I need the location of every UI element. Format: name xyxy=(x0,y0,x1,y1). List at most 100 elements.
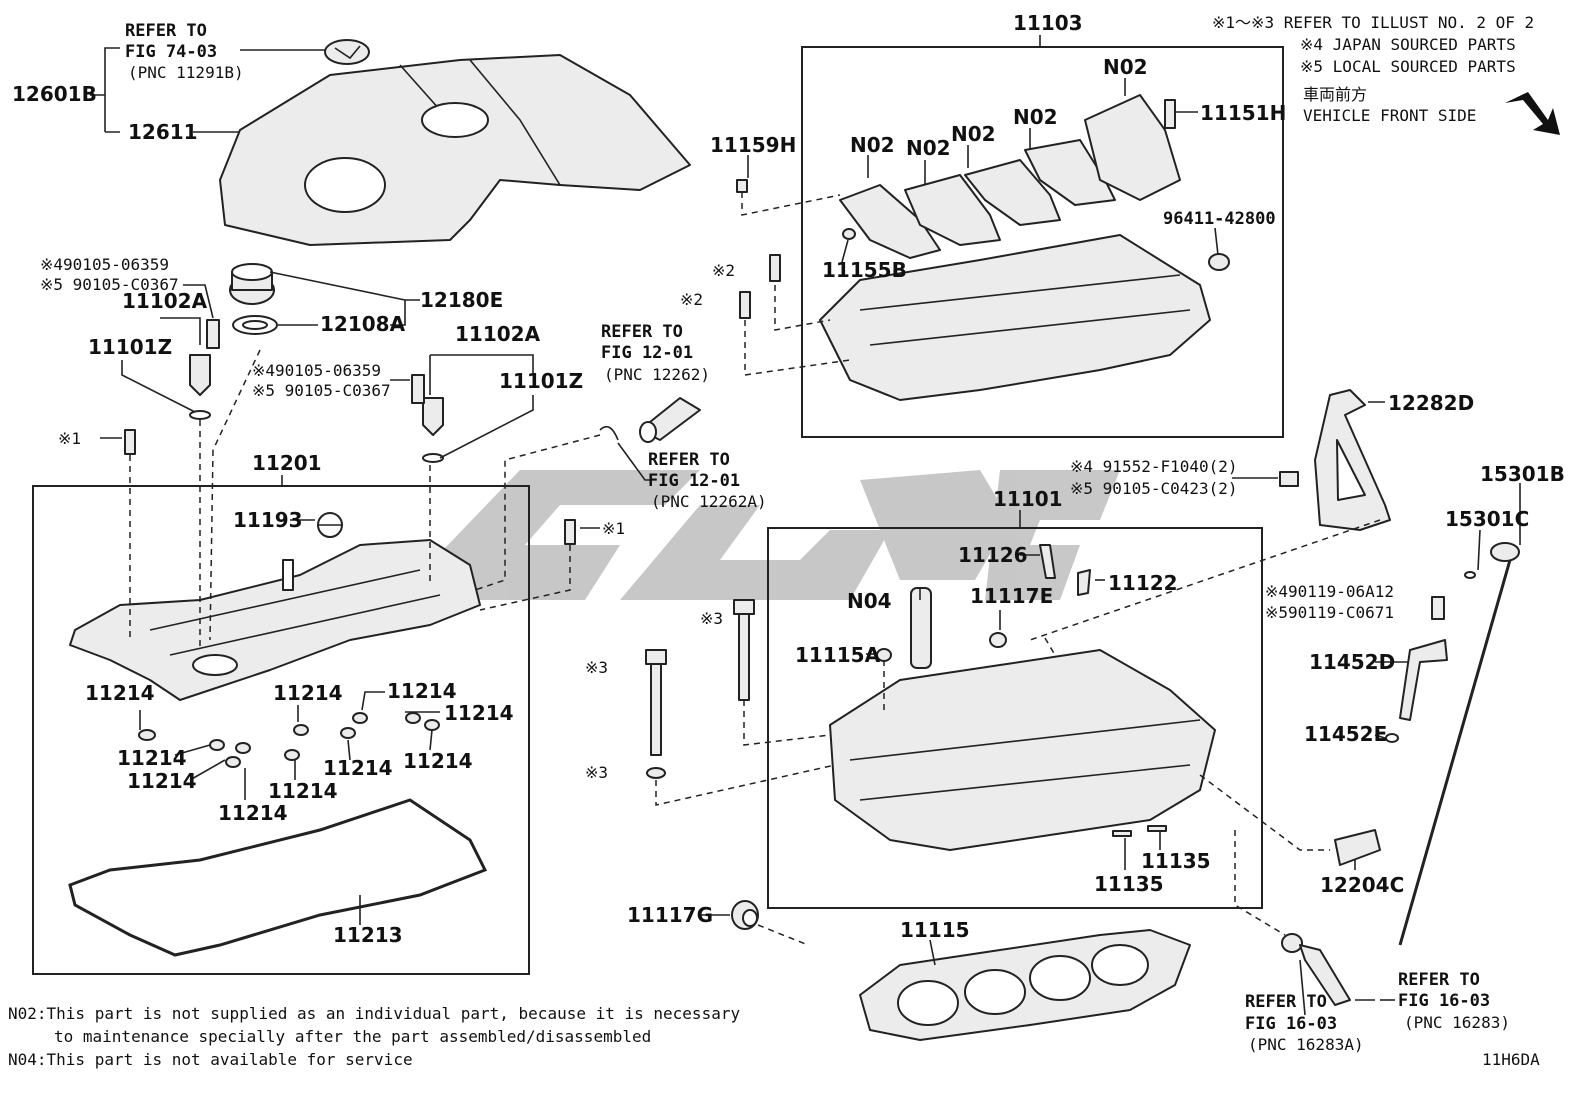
engine-cover-12611 xyxy=(219,39,691,246)
footer-notes: N02:This part is not supplied as an indi… xyxy=(8,1004,1540,1069)
plug-11117G xyxy=(731,900,759,930)
ref-fig1201b-line2: FIG 12-01 xyxy=(648,471,740,491)
label-11193: 11193 xyxy=(233,508,303,532)
dipstick-15301B xyxy=(1385,542,1520,946)
hose-fitting xyxy=(1281,933,1351,1006)
cylinder-head-11101 xyxy=(829,544,1216,851)
label-11135-a: 11135 xyxy=(1141,849,1211,873)
part-labels: REFER TO FIG 74-03 (PNC 11291B) 12601B 1… xyxy=(12,11,1565,1054)
ref-fig1201-line2: FIG 12-01 xyxy=(601,343,693,363)
label-11452D: 11452D xyxy=(1309,650,1395,674)
ref-fig7403-line2: FIG 74-03 xyxy=(125,42,217,62)
label-11102A-left: 11102A xyxy=(122,289,208,313)
label-12611: 12611 xyxy=(128,120,198,144)
ref-fig1603-line1: REFER TO xyxy=(1398,970,1480,990)
label-bolt-c-local: ※5 90105-C0423(2) xyxy=(1070,479,1238,498)
label-11115: 11115 xyxy=(900,918,970,942)
label-11159H: 11159H xyxy=(710,133,796,157)
head-cover-gasket-11213 xyxy=(68,798,488,957)
label-11213: 11213 xyxy=(333,923,403,947)
label-mark3-c: ※3 xyxy=(585,763,608,782)
label-mark1-left: ※1 xyxy=(58,429,81,448)
label-11214-a: 11214 xyxy=(85,681,155,705)
label-bolt-d-local: ※590119-C0671 xyxy=(1265,603,1394,622)
label-bolt-a-japan: ※490105-06359 xyxy=(40,255,169,274)
label-11214-e: 11214 xyxy=(273,681,343,705)
label-11115A: 11115A xyxy=(795,643,881,667)
label-bolt-b-local: ※5 90105-C0367 xyxy=(252,381,391,400)
label-11155B: 11155B xyxy=(822,258,907,282)
ref-fig7403-line1: REFER TO xyxy=(125,21,207,41)
label-N02-e: N02 xyxy=(1103,55,1148,79)
label-N02-b: N02 xyxy=(906,136,951,160)
label-12282D: 12282D xyxy=(1388,391,1474,415)
bracket-12282D xyxy=(1279,389,1391,531)
label-12601B: 12601B xyxy=(12,82,97,106)
ref-fig7403-line3: (PNC 11291B) xyxy=(128,63,244,82)
label-11214-g: 11214 xyxy=(387,679,457,703)
ref-fig1603a-line1: REFER TO xyxy=(1245,992,1327,1012)
camshaft-housing-11103 xyxy=(736,94,1230,401)
label-11101Z-right: 11101Z xyxy=(499,369,583,393)
label-mark3-b: ※3 xyxy=(585,658,608,677)
label-bolt-d-japan: ※490119-06A12 xyxy=(1265,582,1394,601)
ref-fig1603a-line2: FIG 16-03 xyxy=(1245,1014,1337,1034)
label-11214-b: 11214 xyxy=(117,746,187,770)
leader-lines xyxy=(90,35,1521,1016)
camshaft-housing-box xyxy=(801,46,1284,438)
label-11117E: 11117E xyxy=(970,584,1053,608)
note-japan-sourced: ※4 JAPAN SOURCED PARTS xyxy=(1300,35,1516,54)
ref-fig1201b-line1: REFER TO xyxy=(648,450,730,470)
label-11201: 11201 xyxy=(252,451,322,475)
label-15301B: 15301B xyxy=(1480,462,1565,486)
label-12108A: 12108A xyxy=(320,312,406,336)
label-N02-d: N02 xyxy=(1013,105,1058,129)
footnote-n02-line1: N02:This part is not supplied as an indi… xyxy=(8,1004,740,1023)
label-11135-b: 11135 xyxy=(1094,872,1164,896)
label-11151H: 11151H xyxy=(1200,101,1286,125)
oil-filler-cap-12180E xyxy=(229,263,278,335)
ref-fig1201b-line3: (PNC 12262A) xyxy=(651,492,767,511)
label-11214-i: 11214 xyxy=(444,701,514,725)
label-N02-c: N02 xyxy=(951,122,996,146)
head-cover-11201 xyxy=(69,512,481,701)
head-cover-box xyxy=(32,485,530,975)
head-gasket-11115 xyxy=(859,929,1191,1041)
ref-fig1201-line1: REFER TO xyxy=(601,322,683,342)
dashed-assembly-lines xyxy=(129,192,1381,946)
label-11452E: 11452E xyxy=(1304,722,1387,746)
cam-position-sensors xyxy=(124,319,576,545)
ref-fig1201-line3: (PNC 12262) xyxy=(604,365,710,384)
label-11101: 11101 xyxy=(993,487,1063,511)
label-11101Z-left: 11101Z xyxy=(88,335,172,359)
note-vehicle-front-jp: 車両前方 xyxy=(1303,85,1367,104)
label-bolt-b-japan: ※490105-06359 xyxy=(252,361,381,380)
note-vehicle-front-side: VEHICLE FRONT SIDE xyxy=(1303,106,1476,125)
footnote-n02-line2: to maintenance specially after the part … xyxy=(54,1027,651,1046)
label-11214-f: 11214 xyxy=(268,779,338,803)
cylinder-head-box xyxy=(767,527,1263,909)
note-refer-illust: ※1～※3 REFER TO ILLUST NO. 2 OF 2 xyxy=(1212,13,1534,32)
label-15301C: 15301C xyxy=(1445,507,1529,531)
label-11214-h: 11214 xyxy=(323,756,393,780)
label-mark2-b: ※2 xyxy=(680,290,703,309)
label-11103: 11103 xyxy=(1013,11,1083,35)
label-11214-c: 11214 xyxy=(127,769,197,793)
sensor-12204C xyxy=(1334,829,1381,866)
label-mark1-right: ※1 xyxy=(602,519,625,538)
pcv-hose xyxy=(599,397,701,443)
label-mark2-a: ※2 xyxy=(712,261,735,280)
label-mark3-a: ※3 xyxy=(700,609,723,628)
ref-fig1603-line2: FIG 16-03 xyxy=(1398,991,1490,1011)
label-11122: 11122 xyxy=(1108,571,1178,595)
label-11126: 11126 xyxy=(958,543,1028,567)
watermark-logo xyxy=(445,470,1120,600)
label-12204C: 12204C xyxy=(1320,873,1404,897)
illustration-code: 11H6DA xyxy=(1482,1050,1540,1069)
label-11214-j: 11214 xyxy=(403,749,473,773)
label-bolt-c-japan: ※4 91552-F1040(2) xyxy=(1070,457,1238,476)
label-bolt-a-local: ※5 90105-C0367 xyxy=(40,275,179,294)
front-side-arrow xyxy=(1505,92,1560,135)
label-N02-a: N02 xyxy=(850,133,895,157)
label-96411-42800: 96411-42800 xyxy=(1163,209,1276,229)
